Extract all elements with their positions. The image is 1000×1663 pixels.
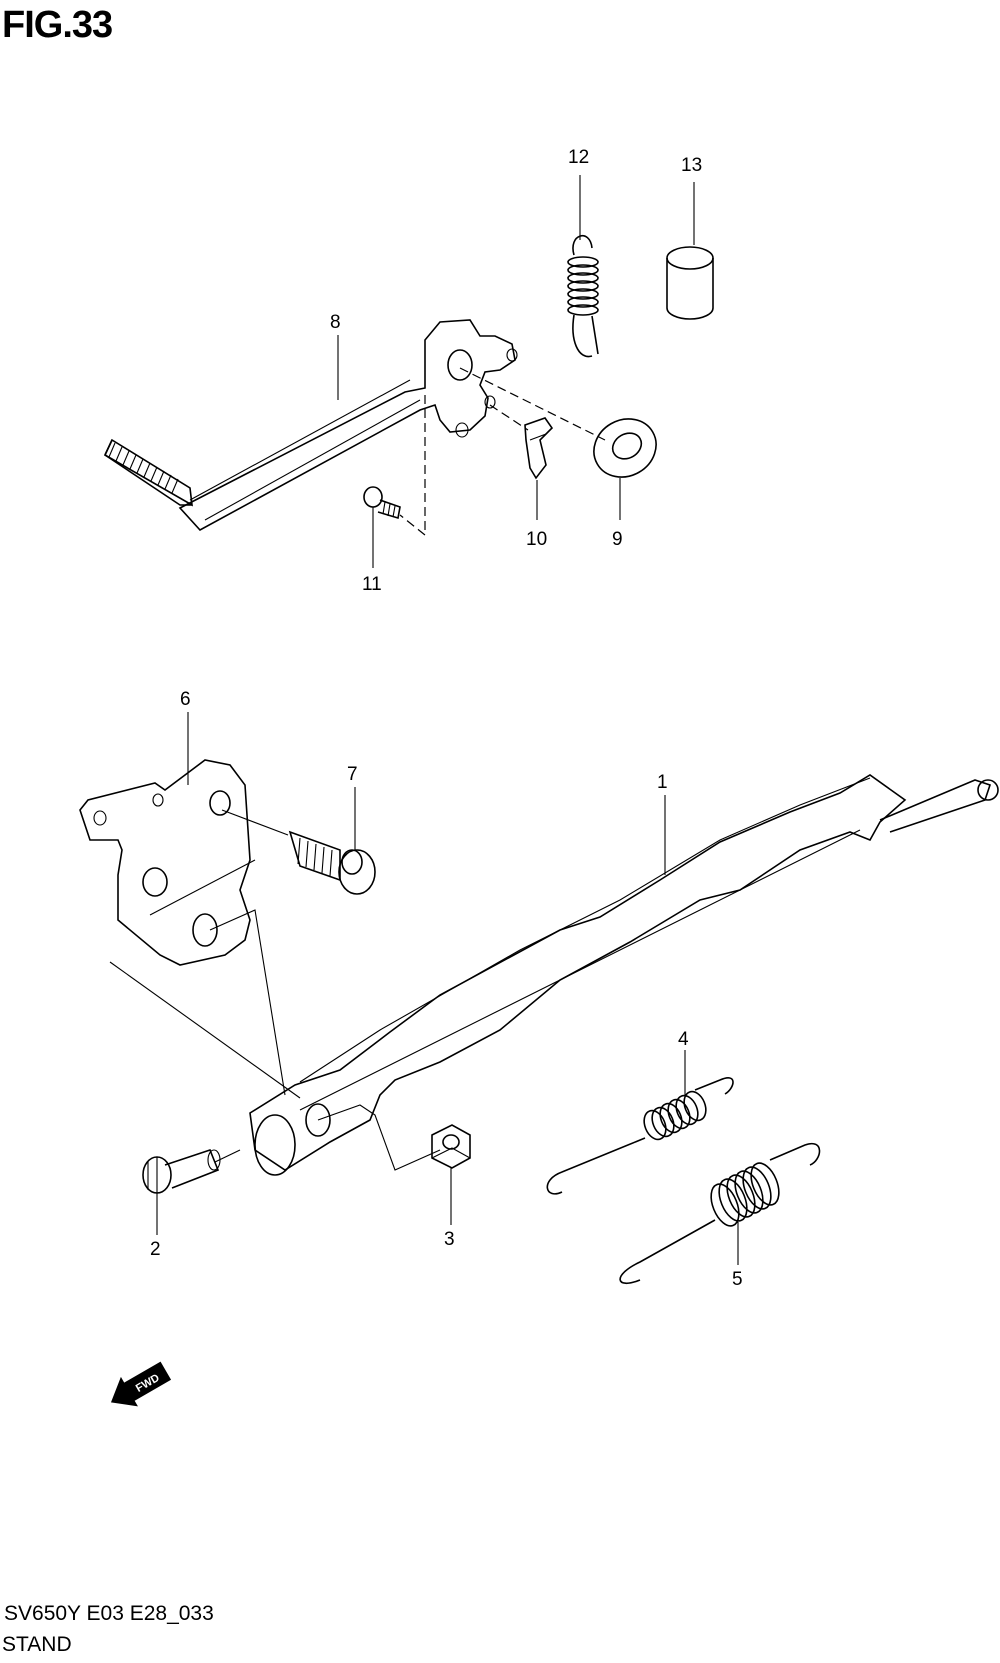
- callout-13: 13: [681, 155, 702, 176]
- clip-part-10: [524, 417, 554, 480]
- callout-4: 4: [678, 1029, 689, 1050]
- spring-part-5: [619, 1142, 821, 1285]
- callout-5: 5: [732, 1269, 743, 1290]
- callout-12: 12: [568, 147, 589, 168]
- callout-3: 3: [444, 1229, 455, 1250]
- alignment-lines-lower: [209, 809, 441, 1171]
- callout-7: 7: [347, 764, 358, 785]
- washer-part-9: [593, 418, 657, 478]
- callout-labels: 1 2 3 4 5 6 7 8 9 10 11 12 13: [150, 147, 743, 1290]
- figure-title: FIG.33: [2, 4, 113, 46]
- callout-11: 11: [362, 574, 382, 595]
- callout-9: 9: [612, 529, 623, 550]
- bracket-part-6: [79, 759, 301, 1099]
- spring-part-4: [546, 1077, 734, 1195]
- spring-part-12: [567, 234, 599, 358]
- alignment-lines-upper: [399, 367, 606, 536]
- callout-6: 6: [180, 689, 191, 710]
- fwd-arrow-icon: FWD: [110, 1361, 172, 1407]
- nut-part-3: [431, 1124, 471, 1169]
- leader-lines-lower: [156, 712, 739, 1265]
- lever-arm-part-8: [103, 319, 518, 532]
- callout-10: 10: [526, 529, 547, 550]
- collar-part-13: [666, 246, 714, 320]
- callout-2: 2: [150, 1239, 161, 1260]
- leader-lines-upper: [337, 175, 695, 568]
- callout-8: 8: [330, 312, 341, 333]
- figure-caption: STAND: [2, 1633, 72, 1656]
- flange-bolt-part-7: [288, 830, 376, 895]
- pivot-bolt-part-2: [142, 1149, 221, 1194]
- side-stand-part-1: [249, 774, 999, 1176]
- callout-1: 1: [657, 772, 668, 793]
- bolt-part-11: [363, 486, 401, 520]
- drawing-code: SV650Y E03 E28_033: [4, 1602, 214, 1625]
